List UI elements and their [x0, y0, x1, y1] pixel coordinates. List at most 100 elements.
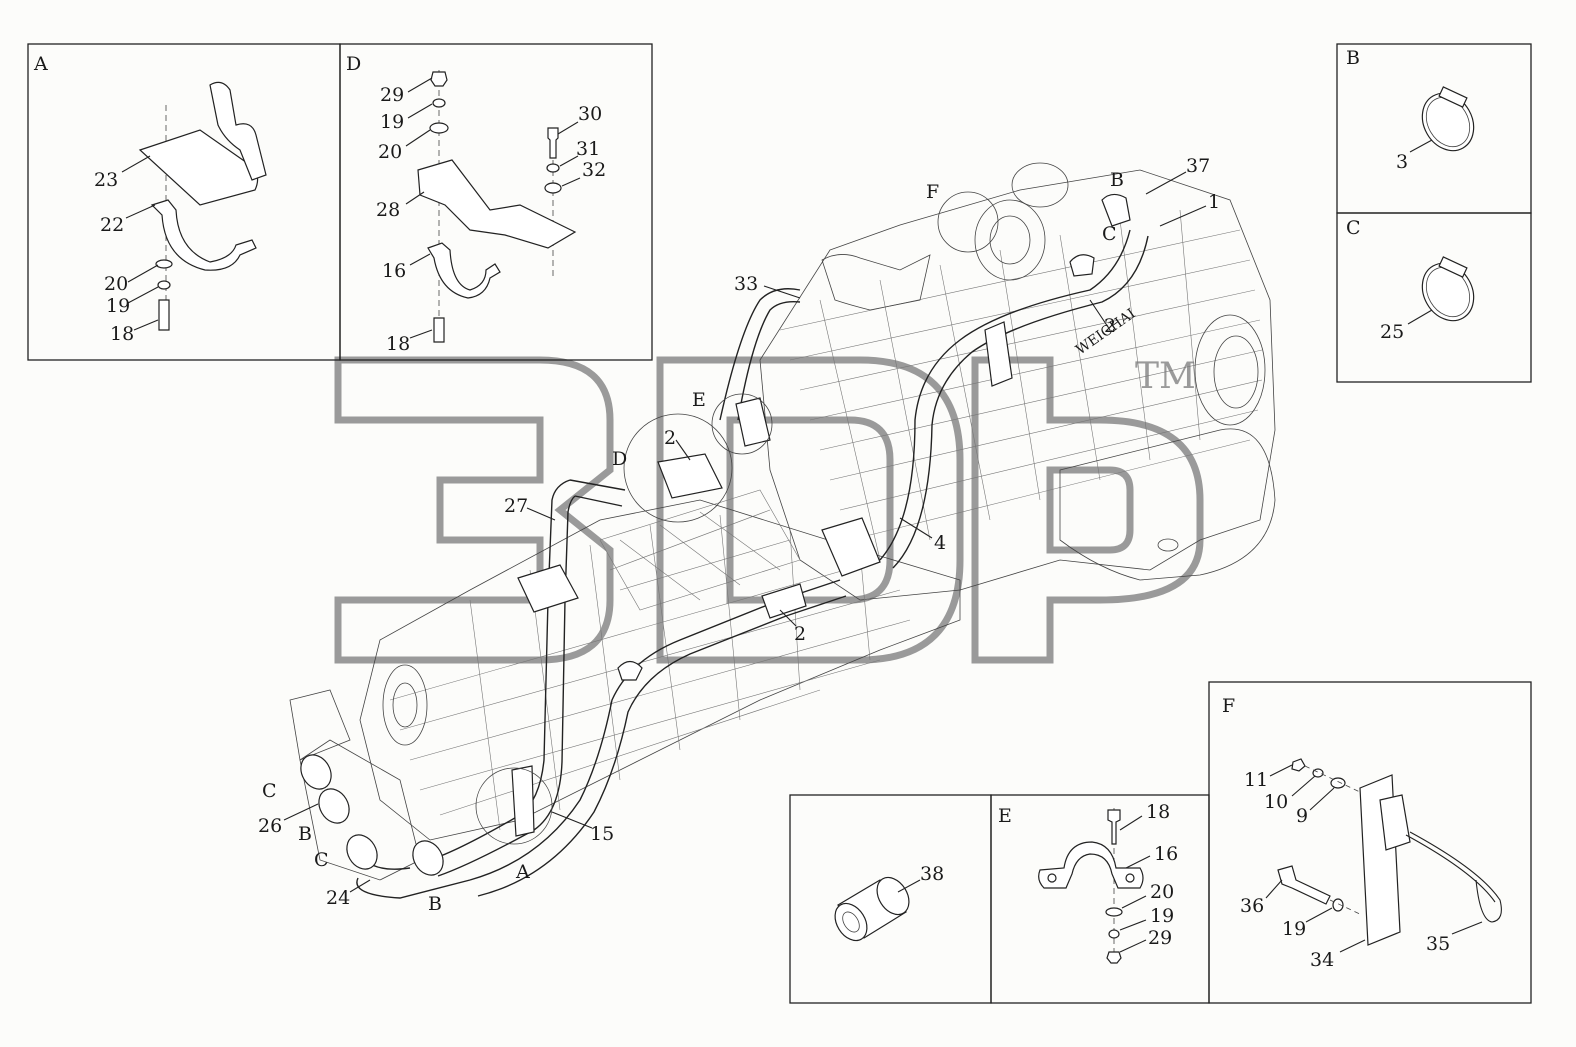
callout-29: 29: [380, 84, 404, 106]
view-letter-d: D: [346, 53, 361, 75]
callout-24: 24: [326, 887, 350, 909]
spring-washer: [1108, 929, 1120, 939]
bracket-upright: [209, 81, 267, 181]
engine-transmission-assembly: WEICHAI: [258, 155, 1276, 915]
callout-3: 3: [1396, 151, 1408, 173]
ref-letter-b: B: [1110, 169, 1124, 191]
detail-view-d: D 29 19 20 28 16 18 30 31 32: [339, 43, 653, 361]
bolt: [433, 317, 445, 343]
callout-2: 2: [794, 623, 806, 645]
bracket-clip: [1379, 794, 1411, 851]
u-clamp: [1038, 841, 1144, 889]
callout-38: 38: [920, 863, 944, 885]
callout-23: 23: [94, 169, 118, 191]
detail-marker-e: [711, 393, 773, 455]
detail-view-b: B 3: [1336, 43, 1532, 214]
detail-marker-a: [475, 767, 553, 845]
callout-18: 18: [386, 333, 410, 355]
view-letter-f: F: [1222, 695, 1235, 717]
callout-19: 19: [1282, 918, 1306, 940]
nut: [1106, 951, 1122, 964]
hose-clamp: [1421, 92, 1475, 152]
callout-34: 34: [1310, 949, 1334, 971]
callout-2: 2: [1104, 315, 1116, 337]
callout-32: 32: [582, 159, 606, 181]
pipe-clamp: [300, 754, 332, 790]
view-letter-a: A: [33, 53, 48, 75]
callout-37: 37: [1186, 155, 1210, 177]
callout-11: 11: [1244, 769, 1268, 791]
spring-washer: [157, 280, 171, 290]
pipe-clamp: [412, 840, 444, 876]
detail-view-rubber-mount: 38: [789, 794, 992, 1004]
callout-19: 19: [106, 295, 130, 317]
pipe-clamp-band: [511, 765, 535, 837]
hose-clamp-b: [1101, 193, 1131, 227]
ref-letter-a: A: [515, 861, 530, 883]
callout-18: 18: [110, 323, 134, 345]
callout-2: 2: [664, 427, 676, 449]
callout-18: 18: [1146, 801, 1170, 823]
ref-letter-c: C: [1102, 223, 1117, 245]
view-letter-e: E: [998, 805, 1012, 827]
callout-27: 27: [504, 495, 528, 517]
ref-letter-f: F: [926, 181, 939, 203]
callout-19: 19: [380, 111, 404, 133]
callout-20: 20: [1150, 881, 1174, 903]
washer: [429, 122, 449, 134]
pipe-bracket: [517, 564, 579, 613]
pipe-bracket: [657, 453, 723, 499]
spring-washer: [546, 163, 560, 173]
spring-washer: [432, 98, 446, 108]
ref-letter-b: B: [428, 893, 442, 915]
callout-36: 36: [1240, 895, 1264, 917]
view-letter-c: C: [1346, 217, 1361, 239]
detail-marker-f: [937, 191, 999, 253]
pipe-clamp: [318, 788, 350, 824]
u-clamp: [150, 199, 257, 271]
callout-10: 10: [1264, 791, 1288, 813]
bolt: [547, 127, 559, 159]
detail-marker-d: [623, 413, 733, 523]
callout-33: 33: [734, 273, 758, 295]
washer: [155, 259, 173, 269]
detail-view-e: E 18 16 20 19 29: [990, 794, 1210, 1004]
pipe-bracket: [735, 397, 771, 447]
pipe-clamp-band: [761, 583, 807, 619]
callout-25: 25: [1380, 321, 1404, 343]
callout-30: 30: [578, 103, 602, 125]
callout-4: 4: [934, 532, 946, 554]
nut: [430, 71, 448, 87]
detail-view-c: C 25: [1336, 212, 1532, 383]
ref-letter-c: C: [262, 780, 277, 802]
callout-22: 22: [100, 214, 124, 236]
spring-washer: [1332, 898, 1344, 912]
callout-31: 31: [576, 138, 600, 160]
washer: [1330, 777, 1346, 789]
detail-view-f: F 11 10 9 36 19 34 35: [1208, 681, 1532, 1004]
callout-1: 1: [1208, 191, 1220, 213]
bolt: [158, 299, 170, 331]
u-clamp: [427, 242, 501, 299]
detail-view-a: A 23 22 20 19 18: [27, 43, 341, 361]
bolt: [1107, 809, 1121, 845]
bolt: [1277, 865, 1331, 905]
callout-35: 35: [1426, 933, 1450, 955]
callout-29: 29: [1148, 927, 1172, 949]
callout-20: 20: [378, 141, 402, 163]
hose-clamp-c: [1069, 254, 1095, 277]
callout-19: 19: [1150, 905, 1174, 927]
pipe-bracket: [984, 321, 1013, 387]
nut: [1291, 758, 1306, 772]
bracket-plate: [417, 159, 577, 249]
callout-15: 15: [590, 823, 614, 845]
pipe-bracket: [821, 517, 881, 577]
pipe-clamp: [346, 834, 378, 870]
hose-clamp: [1421, 262, 1475, 322]
washer: [544, 182, 562, 194]
callout-28: 28: [376, 199, 400, 221]
ref-letter-e: E: [692, 389, 706, 411]
callout-9: 9: [1296, 805, 1308, 827]
callout-16: 16: [1154, 843, 1178, 865]
